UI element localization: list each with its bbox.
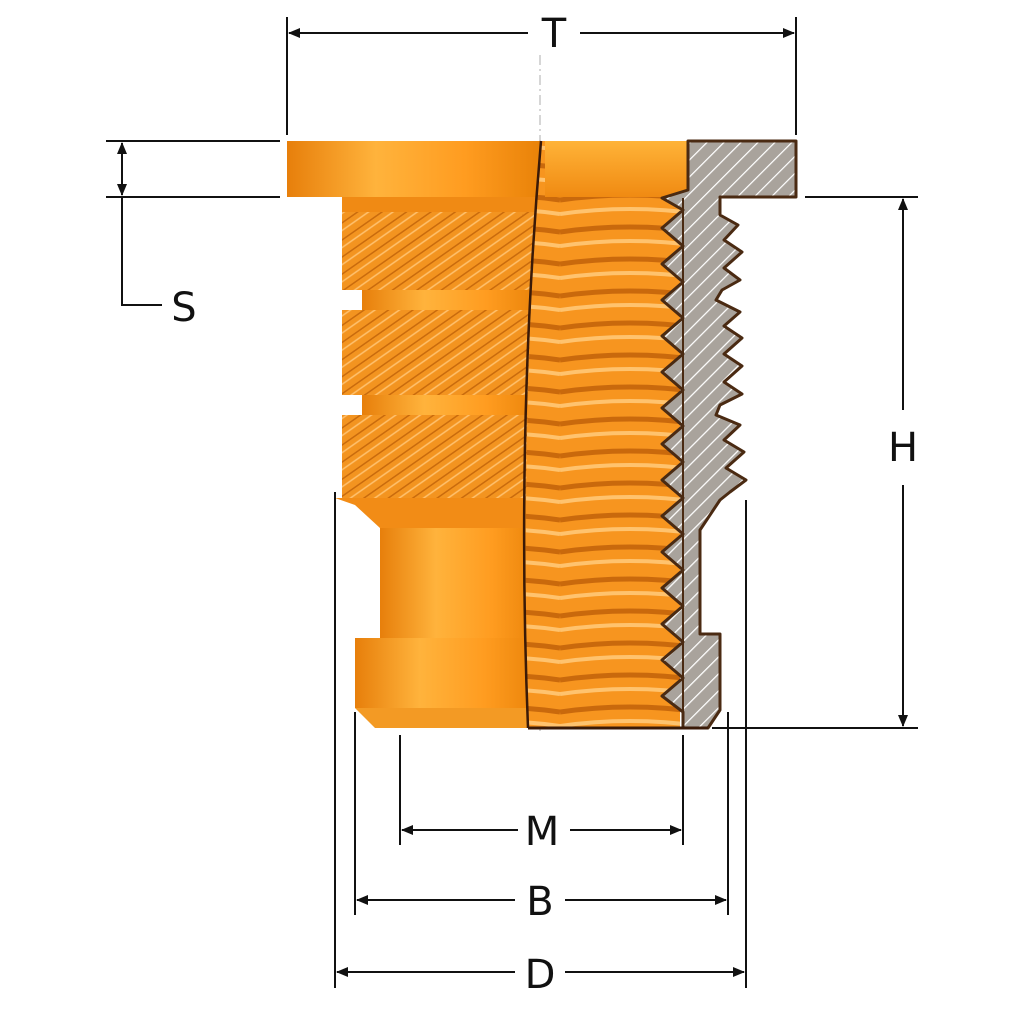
inner-thread-surface	[525, 141, 700, 728]
label-h: H	[888, 425, 918, 471]
bottom-chamfer	[355, 708, 540, 728]
neck-taper	[335, 498, 540, 528]
flange	[287, 141, 541, 197]
label-b: B	[526, 879, 553, 925]
label-s: S	[171, 285, 196, 331]
label-m: M	[525, 809, 560, 855]
label-t: T	[541, 11, 567, 57]
knurl-band-2	[342, 310, 540, 395]
label-d: D	[525, 952, 556, 998]
bottom-collar	[355, 638, 540, 708]
neck	[380, 528, 540, 638]
dimension-lines	[106, 17, 918, 988]
knurl-band-3	[342, 415, 540, 498]
groove-1	[362, 290, 540, 310]
knurl-band-1	[342, 212, 540, 290]
section-cut-line	[522, 140, 543, 729]
groove-2	[362, 395, 540, 415]
insert-section-view	[522, 139, 798, 730]
insert-exterior-view	[287, 141, 541, 728]
